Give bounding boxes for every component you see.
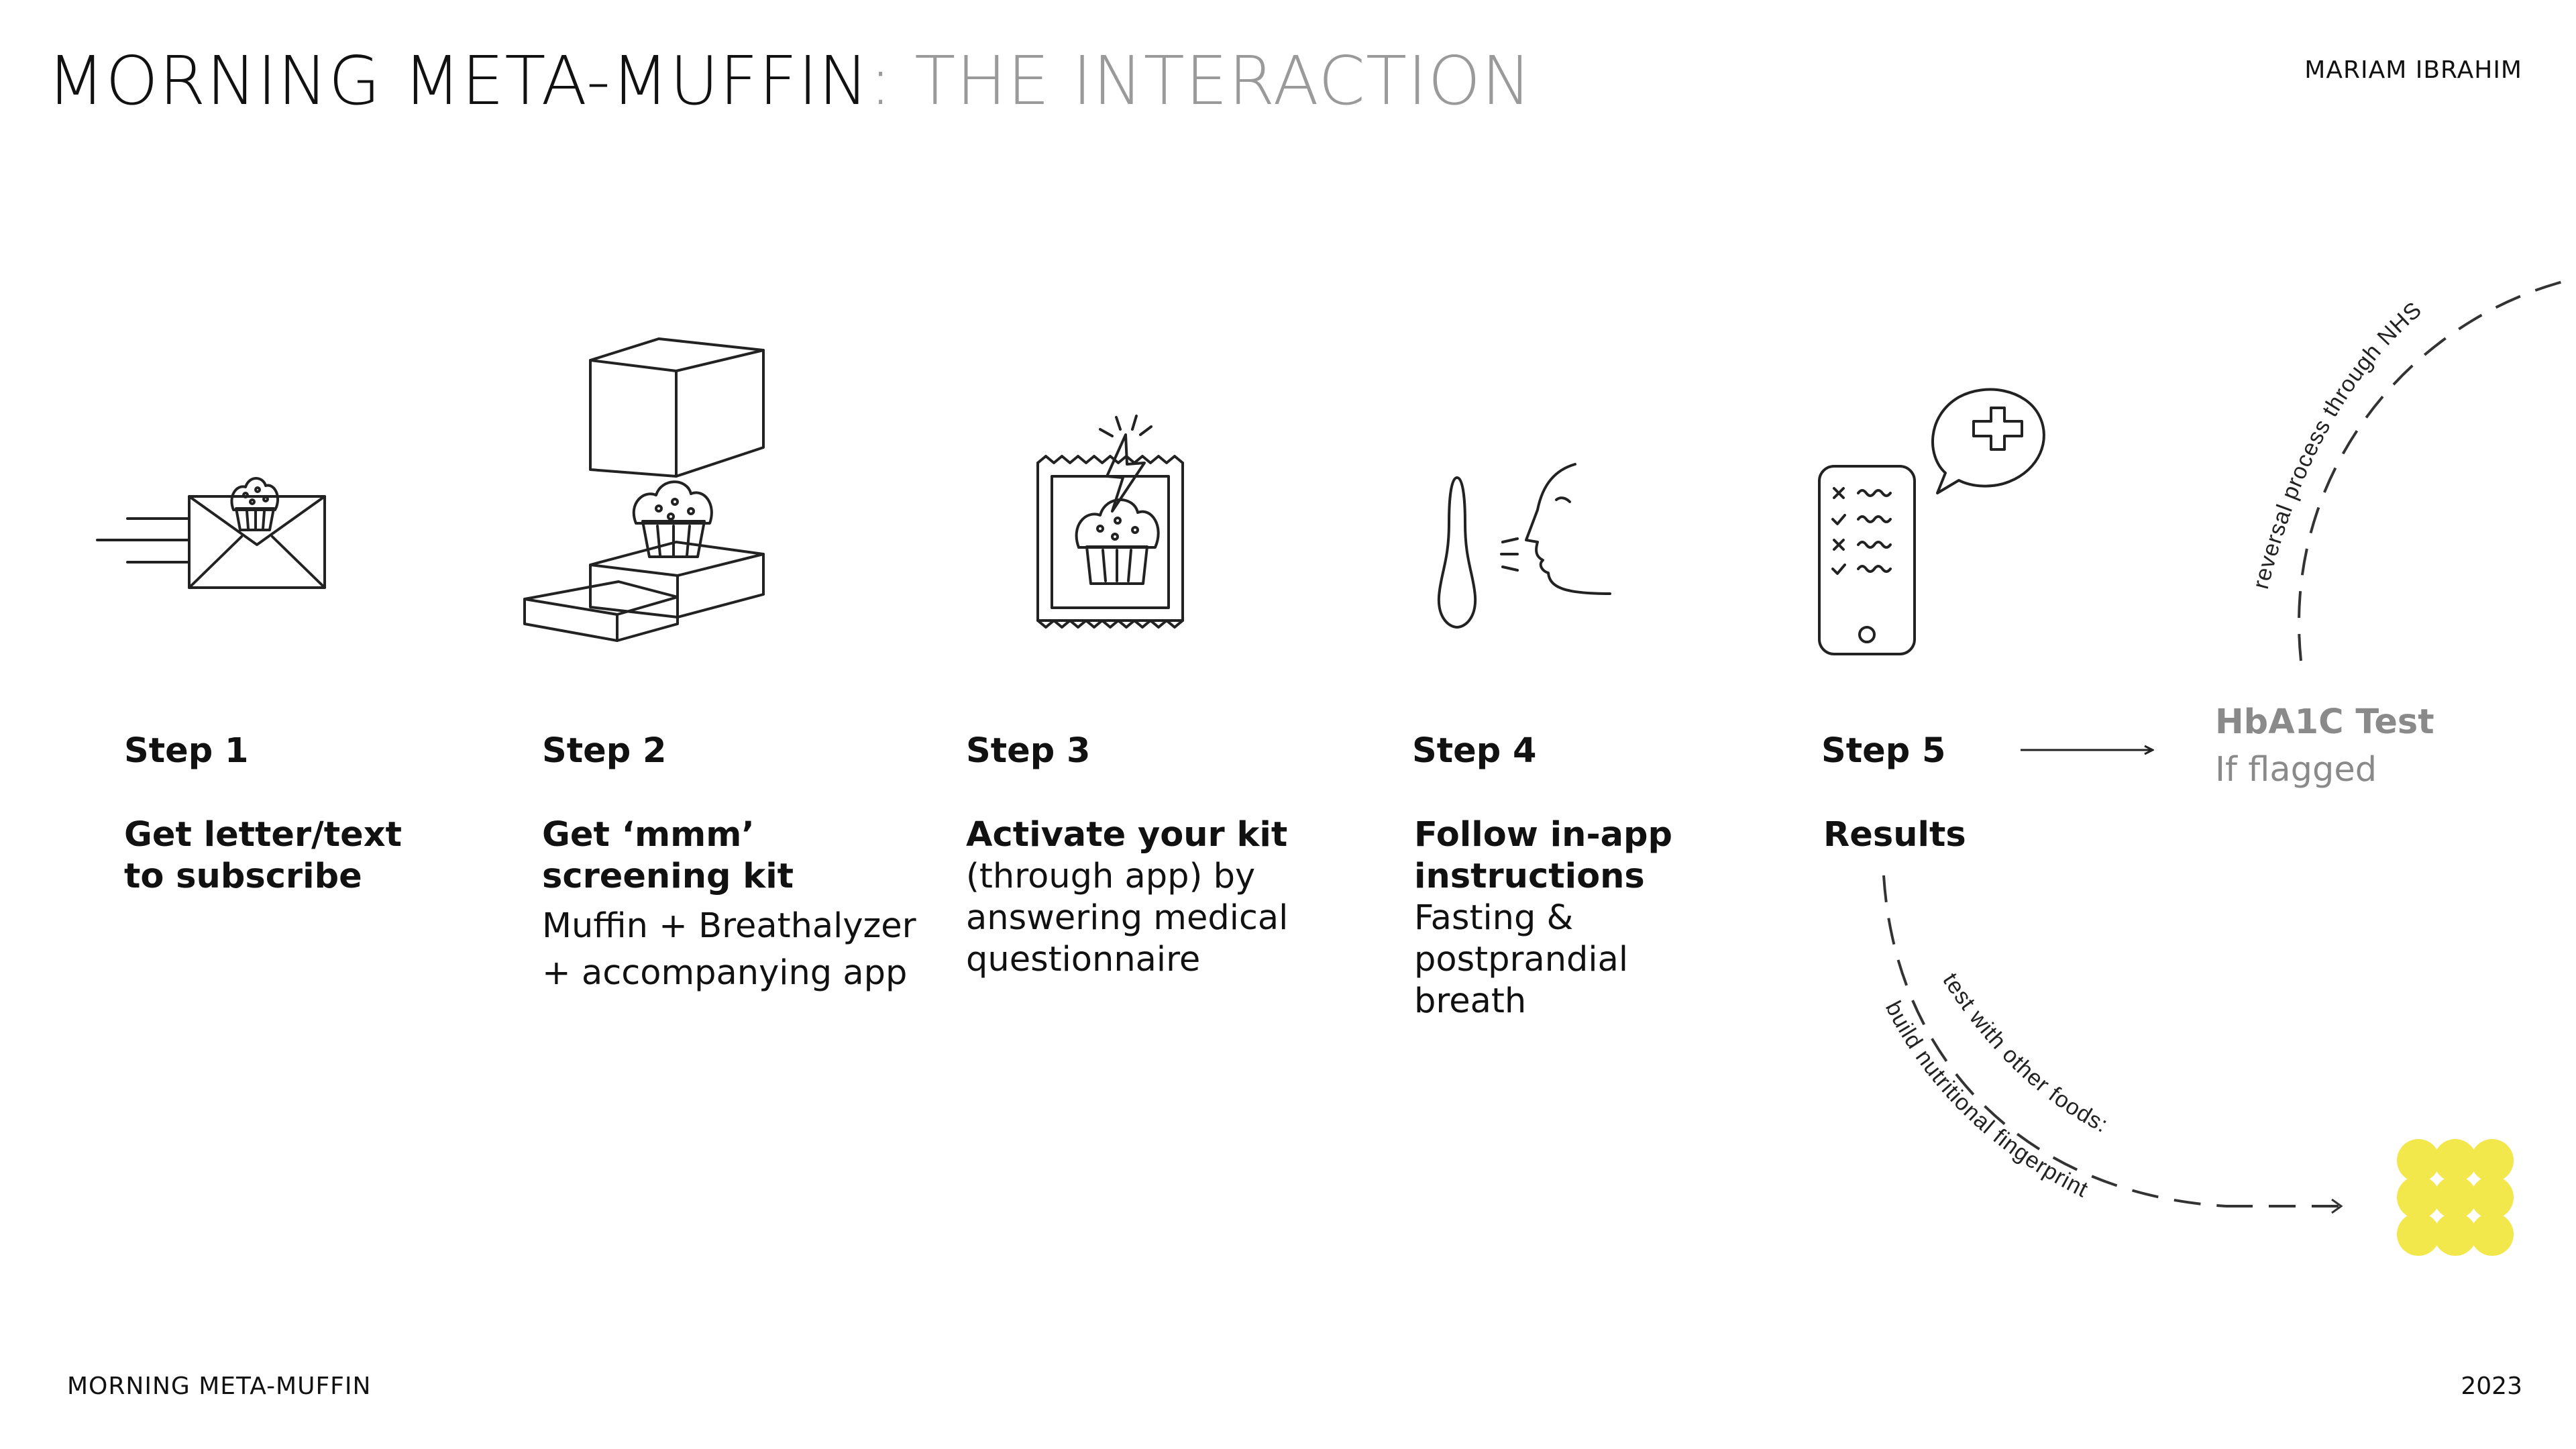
step-1-text: Get letter/text to subscribe [124, 814, 413, 898]
step-5-label: Step 5 [1821, 731, 1946, 771]
page-title: MORNING META-MUFFIN: THE INTERACTION [47, 42, 1532, 120]
breath-test-icon [1437, 463, 1611, 629]
step-2-text: Get ‘mmm’ screening kit Muffin + Breatha… [542, 814, 918, 997]
lower-dashed-arc [1882, 875, 2226, 1208]
step-3-text: Activate your kit (through app) by answe… [966, 814, 1328, 981]
author-name: MARIAM IBRAHIM [2304, 56, 2522, 84]
title-subtitle: : THE INTERACTION [869, 42, 1533, 120]
nutritional-fingerprint-dots [2397, 1139, 2514, 1256]
upper-dashed-arc [2298, 277, 2576, 661]
hba1c-title: HbA1C Test [2215, 702, 2434, 742]
upper-arc-label: reversal process through NHS [2248, 297, 2426, 592]
step-2-heading: Get ‘mmm’ screening kit [542, 815, 794, 896]
step-2-body: Muffin + Breathalyzer + accompanying app [542, 906, 916, 993]
step-4-body: Fasting & postprandial breath [1414, 898, 1629, 1021]
step-5-heading: Results [1823, 815, 1966, 855]
step-4-heading: Follow in-app instructions [1414, 815, 1673, 896]
lower-arc-arrowhead [2331, 1198, 2343, 1214]
step-1-label: Step 1 [124, 731, 249, 771]
phone-results-icon [1818, 388, 2045, 655]
step-1-heading: Get letter/text to subscribe [124, 815, 402, 896]
muffin-packet-icon [1036, 415, 1184, 629]
title-main: MORNING META-MUFFIN [47, 42, 869, 120]
step-4-text: Follow in-app instructions Fasting & pos… [1414, 814, 1696, 1022]
step-5-text: Results [1823, 814, 2092, 856]
step-4-label: Step 4 [1412, 731, 1537, 771]
svg-text:reversal process through NHS: reversal process through NHS [2248, 297, 2427, 592]
footer-project-name: MORNING META-MUFFIN [67, 1373, 372, 1400]
step-3-label: Step 3 [966, 731, 1091, 771]
envelope-muffin-icon [96, 477, 326, 589]
footer-year: 2023 [2461, 1373, 2522, 1400]
kit-box-icon [523, 337, 765, 642]
step-3-body: (through app) by answering medical quest… [966, 857, 1289, 979]
step-2-label: Step 2 [542, 731, 667, 771]
hba1c-subtitle: If flagged [2215, 750, 2377, 790]
step-3-heading: Activate your kit [966, 815, 1288, 855]
